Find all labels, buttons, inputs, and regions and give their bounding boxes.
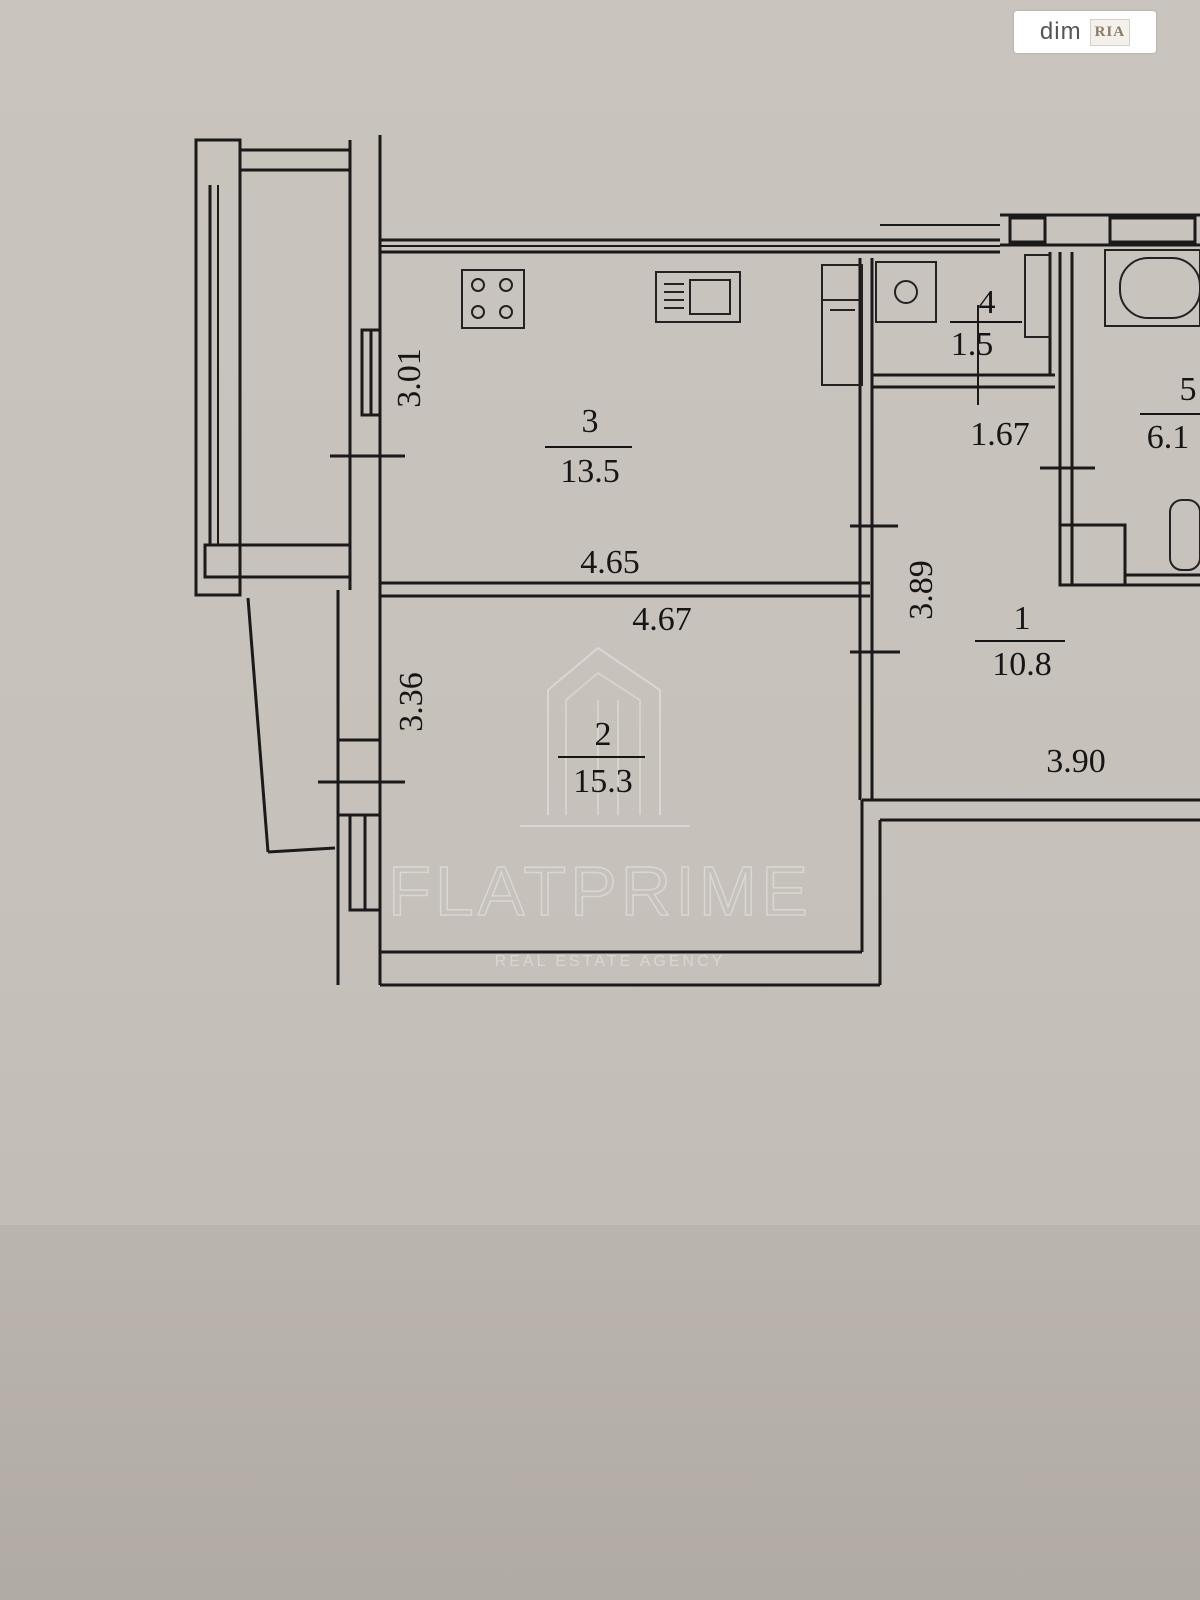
dim-wc-width: 1.67 <box>970 416 1030 453</box>
room-2-label: 2 15.3 <box>558 716 645 800</box>
dim-kitchen-width: 4.65 <box>580 544 640 581</box>
dim-kitchen-depth: 3.01 <box>391 348 428 408</box>
toilet-icon <box>1169 499 1200 571</box>
sink-icon <box>655 271 741 323</box>
room-5-area: 6.1 <box>1147 419 1190 456</box>
bathtub-icon <box>1104 249 1200 327</box>
room-2-number: 2 <box>595 716 612 753</box>
dim-hall-width: 3.90 <box>1046 743 1106 780</box>
room-4-area: 1.5 <box>951 326 994 363</box>
room-4-label: 4 1.5 <box>950 284 1022 363</box>
room-2-area: 15.3 <box>573 763 633 800</box>
dim-room-width: 4.67 <box>632 601 692 638</box>
interior-walls <box>380 252 1200 987</box>
room-3-number: 3 <box>582 403 599 440</box>
room-3-label: 3 13.5 <box>545 403 632 490</box>
stove-icon <box>461 269 525 329</box>
watermark-tagline: REAL ESTATE AGENCY <box>495 953 726 970</box>
top-wall <box>380 213 1200 254</box>
room-1-area: 10.8 <box>992 646 1052 683</box>
dim-room-depth: 3.36 <box>393 672 430 732</box>
room-1-number: 1 <box>1014 600 1031 637</box>
left-wall <box>318 135 405 985</box>
room-3-area: 13.5 <box>560 453 620 490</box>
photo-shadow <box>0 1225 1200 1600</box>
dim-hall-depth: 3.89 <box>903 560 940 620</box>
watermark-logo <box>520 646 690 827</box>
fridge-icon <box>821 264 863 386</box>
logo-text: dim <box>1039 18 1082 45</box>
watermark-brand: FLATPRIME <box>388 852 812 930</box>
room-5-label: 5 6.1 <box>1140 371 1200 456</box>
room-1-label: 1 10.8 <box>975 600 1065 683</box>
room-4-number: 4 <box>979 284 996 321</box>
dimria-logo[interactable]: dim RIA <box>1014 11 1156 53</box>
balcony <box>194 138 352 854</box>
wc-basin-icon <box>875 254 1051 338</box>
logo-badge: RIA <box>1089 18 1131 46</box>
room-5-number: 5 <box>1180 371 1197 408</box>
